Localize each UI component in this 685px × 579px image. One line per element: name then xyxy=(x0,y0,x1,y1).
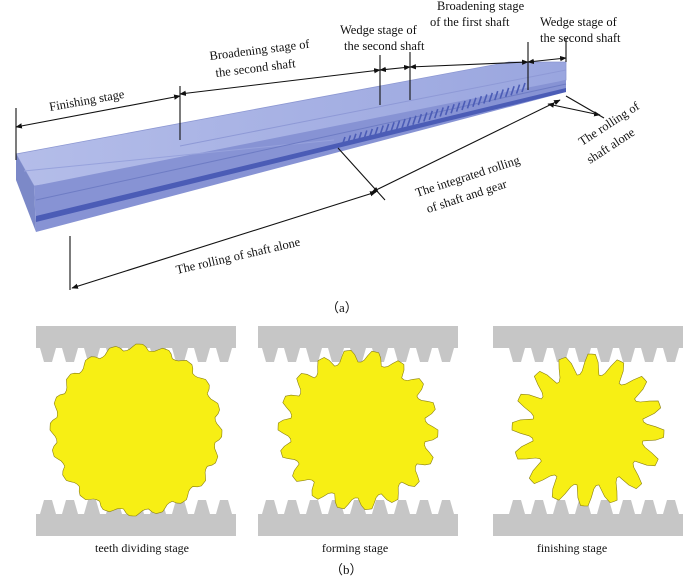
label-broadening-first-line2: of the first shaft xyxy=(430,15,510,29)
dim-rolling-alone-right xyxy=(547,102,601,117)
gear-tooth-stripe xyxy=(341,136,346,147)
gear-blank xyxy=(277,349,439,511)
gear-tooth-stripe xyxy=(504,87,510,98)
gear-tooth-stripe xyxy=(515,84,521,94)
gear-panel-1 xyxy=(36,326,236,536)
gear-tooth-stripe xyxy=(521,82,526,93)
label-broadening-second-line1: Broadening stage of xyxy=(209,37,311,63)
gear-tooth-stripe xyxy=(346,135,352,145)
part-b-captions: teeth dividing stage forming stage finis… xyxy=(95,541,607,577)
panel-label-finishing: finishing stage xyxy=(537,541,607,555)
gear-tooth-stripe xyxy=(510,86,515,96)
dim-wedge-second-b xyxy=(527,55,567,65)
gear-panel-3 xyxy=(493,326,683,536)
plate-diagram xyxy=(15,61,567,232)
plate-left-face xyxy=(16,154,36,232)
dim-wedge-second-a xyxy=(379,64,411,73)
dim-broadening-second xyxy=(179,68,381,96)
top-rack xyxy=(258,326,458,362)
label-finishing-stage: Finishing stage xyxy=(48,87,126,114)
gear-tooth-stripe xyxy=(363,130,368,140)
dimension-lines xyxy=(15,38,605,290)
label-rolling-alone-bottom: The rolling of shaft alone xyxy=(175,235,302,277)
bottom-rack xyxy=(258,500,458,536)
gear-panel-2 xyxy=(258,326,458,536)
gear-panels xyxy=(36,326,683,536)
dim-integrated xyxy=(371,99,561,193)
label-wedge-second-b-line2: the second shaft xyxy=(540,31,621,45)
label-wedge-second-a-line1: Wedge stage of xyxy=(340,23,418,37)
label-wedge-second-a-line2: the second shaft xyxy=(344,39,425,53)
dim-rolling-alone-bottom xyxy=(71,191,377,289)
gear-tooth-stripe xyxy=(357,131,363,142)
dim-finishing xyxy=(15,94,181,129)
gear-tooth-stripe xyxy=(493,90,499,101)
bottom-rack xyxy=(36,500,236,536)
gear-tooth-stripe xyxy=(499,89,504,99)
caption-b: （b） xyxy=(330,562,363,577)
top-rack xyxy=(493,326,683,362)
label-wedge-second-b-line1: Wedge stage of xyxy=(540,15,618,29)
gear-blank xyxy=(49,343,223,517)
panel-label-forming: forming stage xyxy=(322,541,388,555)
gear-blank xyxy=(511,353,665,507)
label-broadening-first-line1: Broadening stage xyxy=(437,0,525,13)
panel-label-teeth-dividing: teeth dividing stage xyxy=(95,541,189,555)
dim-broadening-first xyxy=(409,59,529,70)
gear-tooth-stripe xyxy=(352,133,357,143)
plate-groove-upper xyxy=(23,139,335,172)
bottom-rack xyxy=(493,500,683,536)
caption-a: （a） xyxy=(326,300,358,315)
